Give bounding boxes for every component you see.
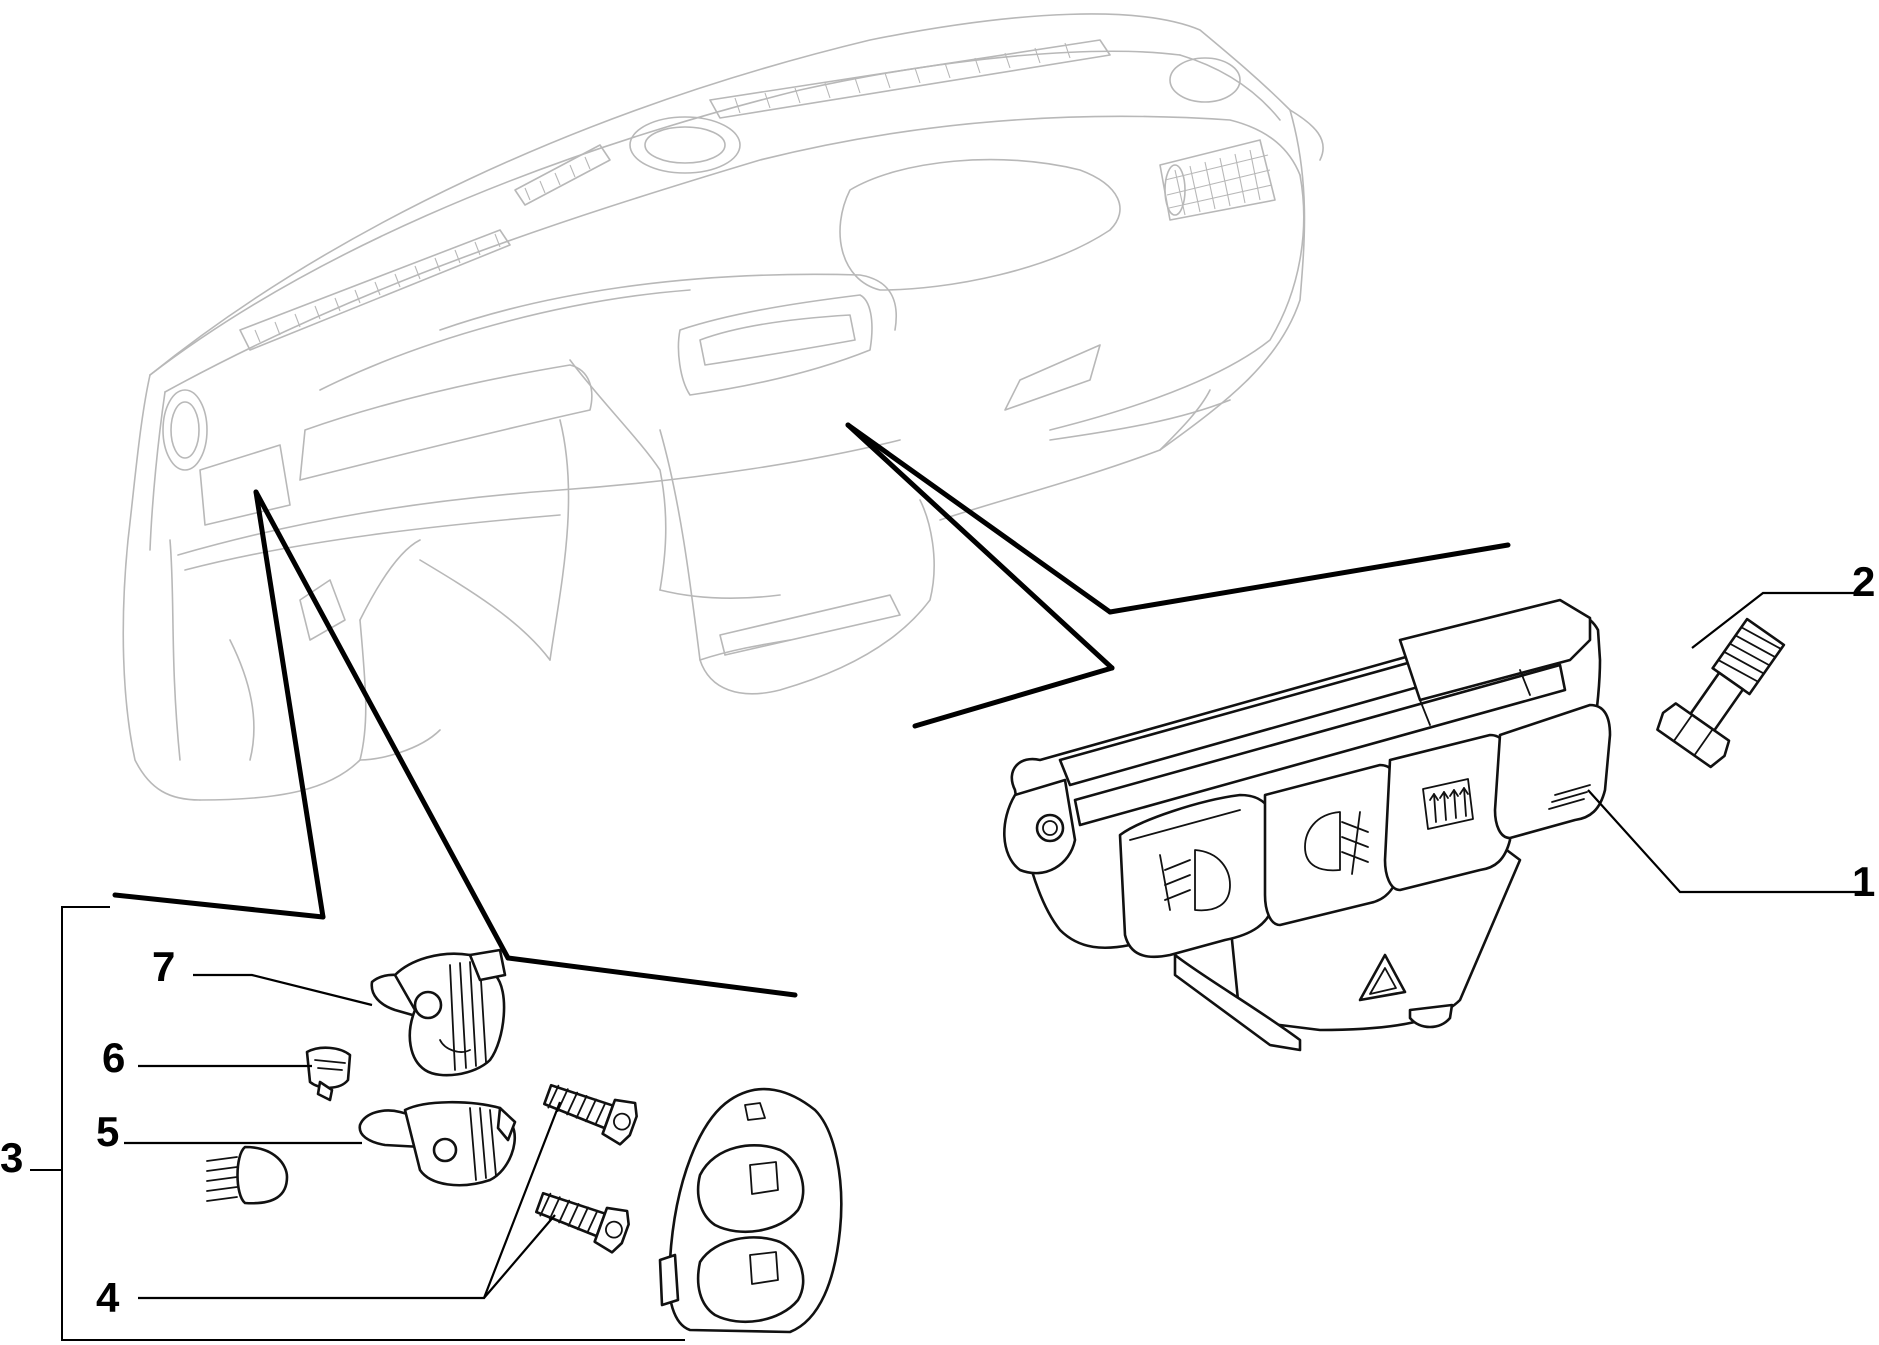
left-grille [254, 233, 501, 343]
hazard-triangle-icon [1358, 953, 1407, 1002]
callout-1: 1 [1852, 858, 1875, 905]
rear-fog-light-icon [1304, 811, 1369, 875]
callout-6: 6 [102, 1034, 125, 1081]
switch-panel-part[interactable] [1003, 598, 1612, 1052]
callout-3: 3 [0, 1134, 23, 1181]
switch-icon[interactable] [370, 948, 507, 1077]
rocker-switch-rear-fog[interactable] [1263, 763, 1402, 927]
leader-lines [124, 591, 1865, 1300]
group-3-bracket [30, 906, 685, 1341]
screw-icon[interactable] [1653, 610, 1796, 769]
dashboard-outline [122, 13, 1324, 801]
rocker-switch-blank[interactable] [1493, 703, 1612, 840]
screw-icon[interactable] [532, 1182, 633, 1254]
assembly-lines [112, 422, 1511, 998]
switch-bezel[interactable] [658, 1087, 843, 1334]
rear-window-defrost-icon [1422, 778, 1474, 830]
fog-light-icon [1159, 849, 1231, 912]
callout-4: 4 [96, 1274, 120, 1321]
callout-labels: 1 2 3 4 5 6 7 [0, 558, 1875, 1321]
low-beam-icon [206, 1145, 289, 1205]
clip-icon[interactable] [305, 1046, 352, 1102]
callout-2: 2 [1852, 558, 1875, 605]
screw-icon[interactable] [540, 1074, 641, 1146]
callout-5: 5 [96, 1108, 119, 1155]
headlight-switch-icon[interactable] [358, 1100, 517, 1187]
callout-7: 7 [152, 943, 175, 990]
rocker-switch-defrost[interactable] [1383, 733, 1512, 892]
